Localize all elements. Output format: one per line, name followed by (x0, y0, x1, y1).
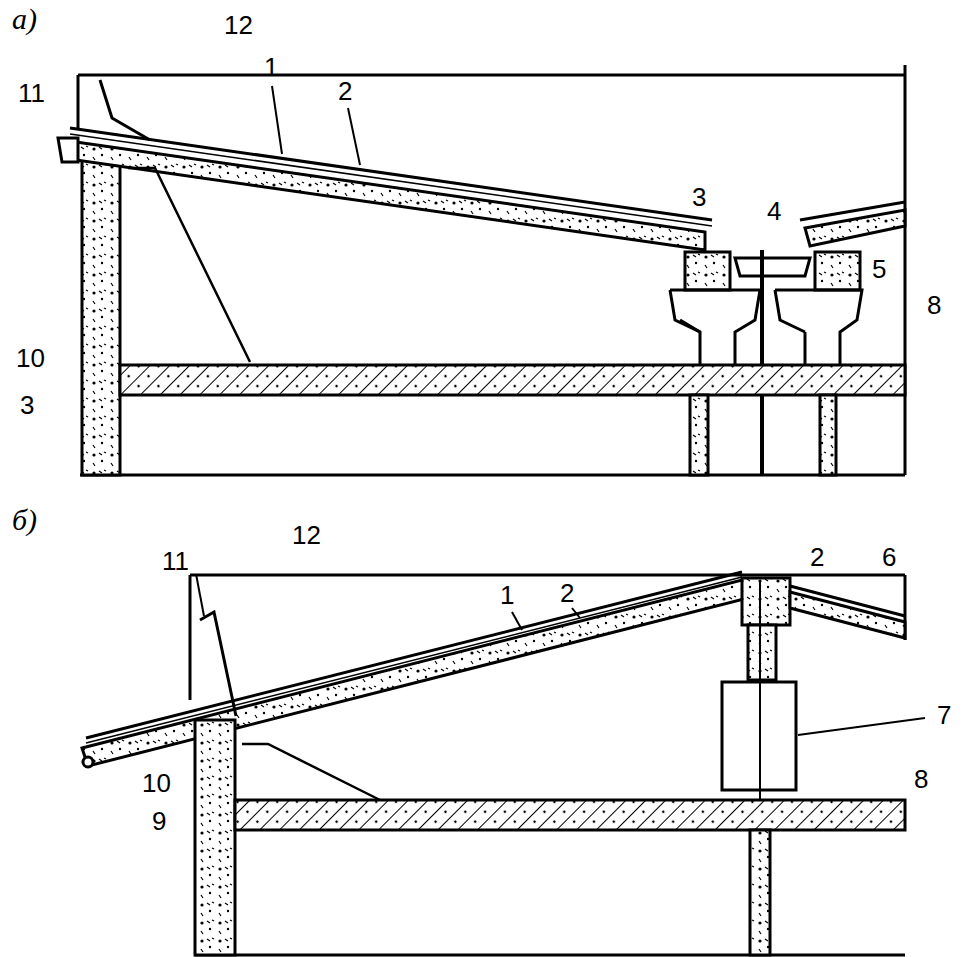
callout-number: 11 (160, 548, 191, 574)
callout-number: 9 (150, 808, 168, 834)
callout-number: 6 (880, 544, 898, 570)
callout-number: 8 (912, 766, 930, 792)
callout-number: 2 (558, 580, 576, 606)
callout-number: 2 (808, 544, 826, 570)
callout-number: 1 (498, 582, 516, 608)
callout-number: 10 (140, 770, 173, 796)
callout-number: 3 (690, 184, 708, 210)
callout-number: 2 (336, 78, 354, 104)
callout-number: 1 (262, 54, 280, 80)
callout-number: 3 (18, 392, 36, 418)
panel-label: а) (10, 4, 39, 34)
callout-number: 8 (925, 292, 943, 318)
callout-number: 12 (290, 522, 323, 548)
callout-number: 10 (14, 345, 47, 371)
callout-number: 5 (870, 256, 888, 282)
callout-number: 4 (765, 198, 783, 224)
callout-number: 7 (935, 702, 953, 728)
callout-number: 12 (222, 12, 255, 38)
callout-number: 11 (16, 80, 47, 106)
panel-label: б) (10, 505, 39, 535)
